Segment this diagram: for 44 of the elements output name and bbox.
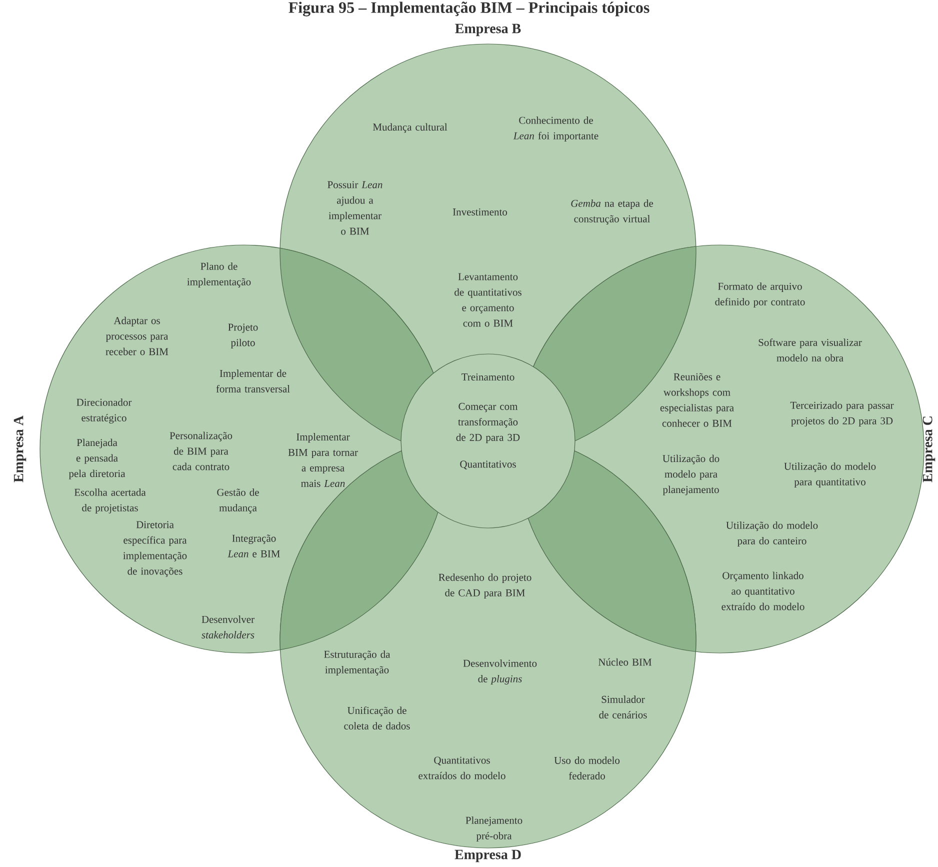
topic-text: Mudança cultural bbox=[372, 123, 448, 133]
company-label: Empresa C bbox=[922, 416, 936, 482]
topic-text: Estruturação da implementação bbox=[324, 650, 390, 676]
topic-text: Quantitativos extraídos do modelo bbox=[418, 756, 506, 780]
topic-text: Quantitativos bbox=[460, 460, 516, 470]
topic-text: Diretoria específica para implementação de inovações bbox=[123, 521, 187, 577]
topic-text: Possuir Lean ajudou a implementar o BIM bbox=[328, 181, 382, 235]
topic-text: Conhecimento de Lean foi importante bbox=[513, 116, 598, 142]
topic-text: Integração Lean e BIM bbox=[228, 534, 280, 558]
topic-text: Reuniões e workshops com especialistas para conhecer o BIM bbox=[660, 373, 734, 427]
topic-text: Direcionador estratégico bbox=[76, 398, 132, 424]
topic-text: Plano de implementação bbox=[187, 262, 251, 288]
topic-text: Projeto piloto bbox=[228, 324, 258, 348]
topic-text: Implementar de forma transversal bbox=[216, 370, 290, 392]
topic-text: Desenvolver stakeholders bbox=[202, 616, 254, 638]
topic-text: Planejamento pré-obra bbox=[466, 816, 522, 842]
topic-text: Gestão de mudança bbox=[217, 488, 259, 514]
company-label: Empresa D bbox=[454, 850, 521, 862]
topic-text: Utilização do modelo para do canteiro bbox=[726, 522, 818, 546]
topic-text: Simulador de cenários bbox=[599, 696, 647, 718]
topic-text: Começar com transformação de 2D para 3D bbox=[456, 402, 520, 444]
topic-text: Investimento bbox=[452, 208, 508, 216]
topic-text: Treinamento bbox=[462, 373, 514, 381]
topic-text: Implementar BIM para tornar a empresa mais Lean bbox=[288, 433, 358, 487]
topic-text: Orçamento linkado ao quantitativo extraído do modelo bbox=[722, 572, 804, 610]
topic-text: Utilização do modelo para quantitativo bbox=[784, 462, 876, 488]
topic-text: Uso do modelo federado bbox=[554, 756, 620, 780]
company-label: Empresa B bbox=[455, 24, 521, 36]
topic-text: Núcleo BIM bbox=[598, 658, 652, 666]
topic-text: Formato de arquivo definido por contrato bbox=[715, 282, 805, 308]
topic-text: Planejada e pensada pela diretoria bbox=[68, 438, 126, 480]
company-label: Empresa A bbox=[14, 416, 26, 482]
topic-text: Levantamento de quantitativos e orçamento com o BIM bbox=[454, 273, 522, 327]
topic-text: Software para visualizar modelo na obra bbox=[758, 338, 862, 362]
topic-text: Adaptar os processos para receber o BIM bbox=[106, 316, 168, 356]
topic-text: Gemba na etapa de construção virtual bbox=[571, 200, 654, 224]
topic-text: Desenvolvimento de plugins bbox=[463, 660, 537, 684]
figure-title: Figura 95 – Implementação BIM – Principais tópicos bbox=[288, 2, 650, 16]
topic-text: Personalização de BIM para cada contrato bbox=[170, 432, 232, 470]
topic-text: Escolha acertada de projetistas bbox=[74, 488, 146, 514]
topic-text: Utilização do modelo para planejamento bbox=[662, 454, 720, 496]
topic-text: Redesenho do projeto de CAD para BIM bbox=[438, 574, 532, 598]
topic-text: Terceirizado para passar projetos do 2D para 3D bbox=[790, 402, 894, 426]
topic-text: Unificação de coleta de dados bbox=[344, 706, 410, 730]
